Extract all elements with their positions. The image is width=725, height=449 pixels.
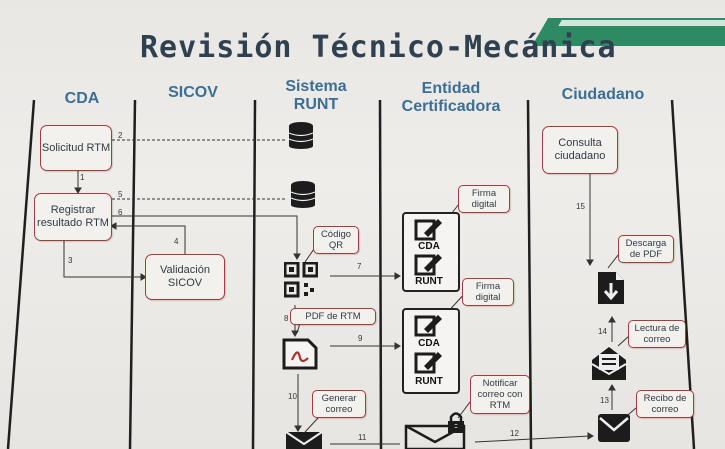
arrowhead-3: [140, 273, 147, 281]
step-number: 9: [358, 334, 363, 343]
arrowhead-13: [608, 384, 616, 391]
certificate-edit-icon: [414, 315, 442, 337]
arrowhead-9: [394, 342, 401, 350]
callout-generar-correo: Generar correo: [312, 390, 366, 418]
connector-3: [63, 240, 143, 278]
lane-header-ciudadano: Ciudadano: [561, 86, 645, 103]
callout-firma-digital-2: Firma digital: [462, 278, 514, 306]
lane-header-sicov: SICOV: [168, 84, 218, 101]
step-number: 6: [118, 208, 123, 217]
lane-divider-runt-entidad: [378, 99, 383, 449]
certificate-edit-icon: [414, 219, 442, 241]
step-number: 5: [118, 190, 123, 199]
callout-recibo-correo: Recibo de correo: [636, 390, 694, 418]
certificate-card: [402, 308, 460, 394]
database-icon: [288, 122, 314, 149]
process-box-solicitud-rtm: Solicitud RTM: [40, 125, 112, 171]
database-icon: [290, 181, 316, 208]
process-box-validacion-sicov: Validación SICOV: [145, 254, 225, 300]
certificate-edit-icon: [414, 352, 442, 374]
envelope-icon: [598, 414, 630, 442]
callout-firma-digital-1: Firma digital: [458, 185, 510, 213]
arrowhead-14: [608, 316, 616, 323]
lane-header-runt-line2: RUNT: [293, 96, 339, 113]
arrowhead-7: [394, 272, 401, 280]
callout-pointer-generar-correo: [304, 417, 319, 433]
lane-header-entidad-line2: Certificadora: [401, 98, 501, 115]
callout-lectura-correo: Lectura de correo: [628, 320, 686, 348]
step-number: 13: [600, 396, 609, 405]
pdf-document-icon: [282, 338, 318, 370]
connector-12: [474, 435, 591, 443]
step-number: 2: [118, 131, 123, 140]
arrowhead-12: [587, 432, 594, 440]
arrowhead-15: [586, 259, 594, 266]
step-number: 1: [80, 173, 85, 182]
step-number: 14: [598, 327, 607, 336]
download-file-icon: [598, 272, 624, 304]
open-mail-icon: [591, 347, 627, 380]
process-box-registrar-resultado: Registrar resultado RTM: [34, 193, 112, 241]
certificate-label-runt: RUNT: [415, 276, 443, 287]
certificate-label-runt: RUNT: [415, 376, 443, 387]
lane-divider-cda-sicov: [128, 99, 137, 449]
step-number: 11: [358, 433, 367, 442]
callout-notificar-correo: Notificar correo con RTM: [470, 375, 530, 414]
callout-descarga-pdf: Descarga de PDF: [618, 235, 674, 263]
lane-header-entidad-line1: Entidad: [421, 80, 481, 97]
arrowhead-6: [293, 253, 301, 260]
arrowhead-1: [74, 187, 82, 194]
certificate-label-cda: CDA: [418, 338, 440, 349]
envelope-icon: [404, 424, 466, 449]
lane-header-entidad: Entidad Certificadora: [396, 80, 506, 116]
lane-divider-sicov-runt: [251, 99, 257, 449]
connector-4: [114, 225, 186, 255]
arrowhead-10: [294, 425, 302, 432]
connector-6: [112, 215, 298, 256]
step-number: 10: [288, 392, 297, 401]
step-number: 12: [510, 429, 519, 438]
lane-header-cda: CDA: [64, 90, 100, 107]
envelope-icon: [285, 431, 323, 449]
diagram-title: Revisión Técnico-Mecánica: [140, 30, 617, 65]
process-box-consulta-ciudadano: Consulta ciudadano: [542, 126, 618, 174]
lane-divider-left-edge: [6, 99, 36, 449]
certificate-card: [402, 212, 460, 292]
lane-header-runt: Sistema RUNT: [276, 78, 356, 114]
callout-codigo-qr: Código QR: [313, 226, 359, 254]
step-number: 7: [357, 262, 362, 271]
step-number: 3: [68, 256, 73, 265]
step-number: 4: [174, 237, 179, 246]
qr-code-icon: [284, 262, 318, 298]
arrowhead-4: [110, 222, 117, 230]
arrowhead-8: [291, 330, 299, 337]
lane-header-runt-line1: Sistema: [285, 78, 347, 95]
certificate-label-cda: CDA: [418, 241, 440, 252]
callout-pdf-de-rtm: PDF de RTM: [290, 308, 376, 325]
certificate-edit-icon: [414, 254, 442, 276]
step-number: 8: [284, 314, 289, 323]
step-number: 15: [576, 202, 585, 211]
lane-divider-entidad-ciudadano: [526, 99, 533, 449]
